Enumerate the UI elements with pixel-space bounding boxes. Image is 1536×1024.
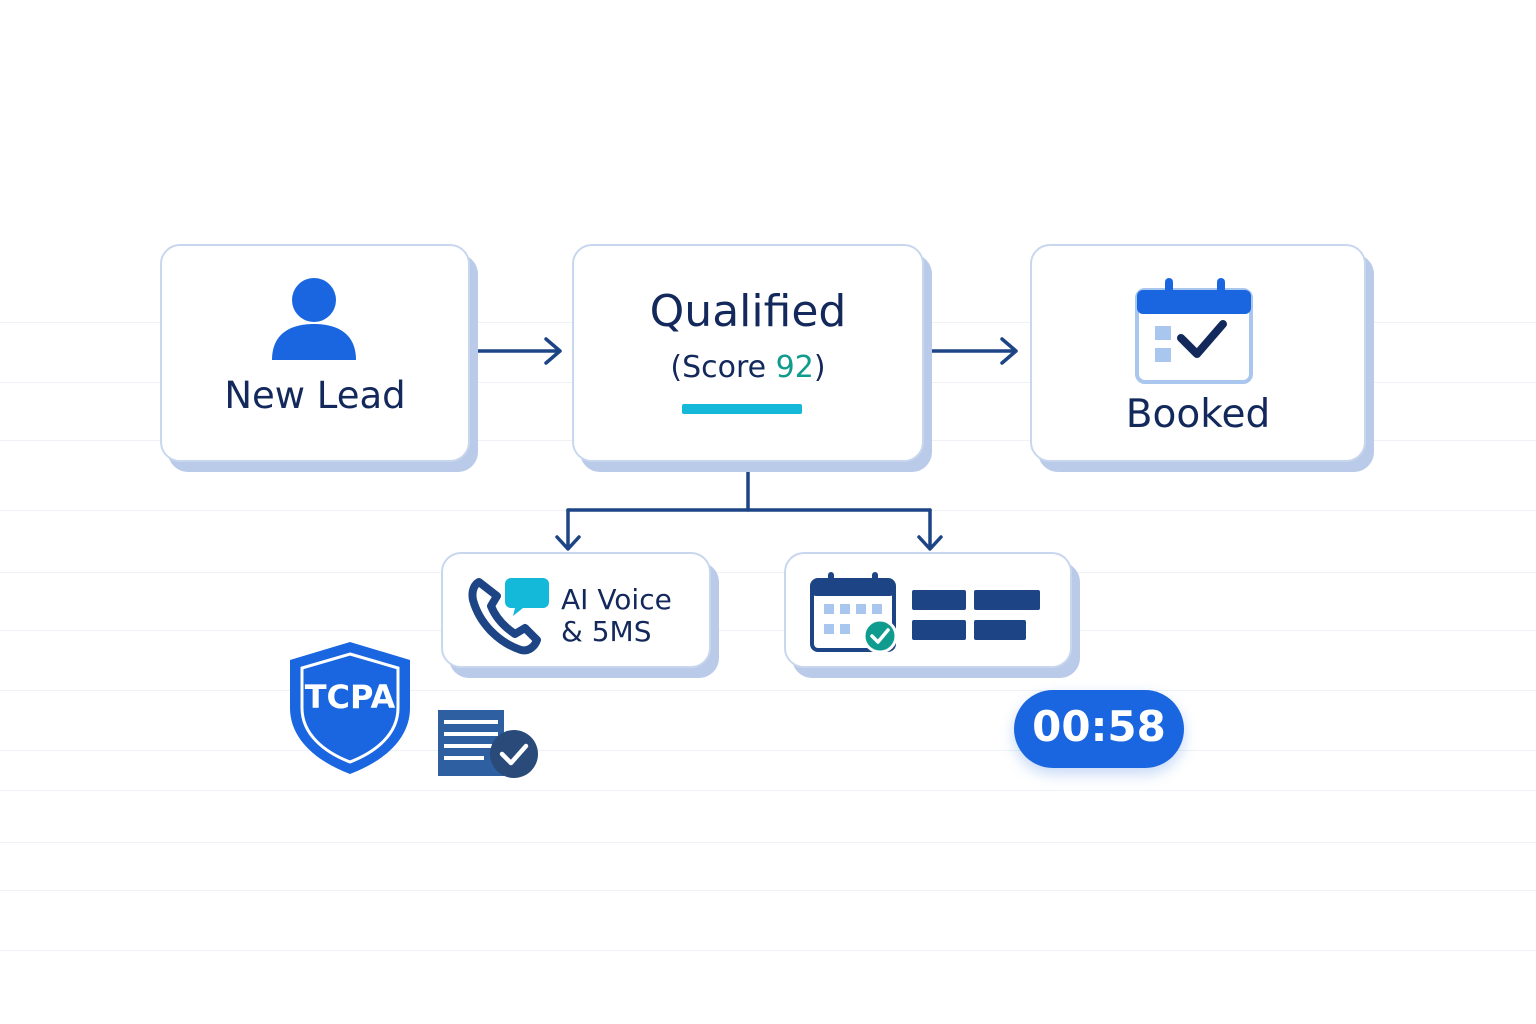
qualified-card[interactable]: Qualified (Score 92) [572,244,924,462]
background-line [0,842,1536,843]
ai-voice-line2: & 5MS [561,615,652,648]
qualified-score: (Score 92) [574,350,922,385]
qualified-title: Qualified [649,286,847,337]
background-line [0,890,1536,891]
score-open: (Score [670,350,776,385]
ai-voice-card[interactable]: AI Voice & 5MS [441,552,711,668]
background-line [0,572,1536,573]
shield-icon [290,642,410,774]
booked-label: Booked [1125,392,1271,437]
score-underline [682,404,802,414]
scheduling-card[interactable] [784,552,1072,668]
background-line [0,790,1536,791]
new-lead-card[interactable]: New Lead [160,244,470,462]
phone-chat-icon [468,578,549,655]
booked-card[interactable]: Booked [1030,244,1366,462]
document-check-icon [438,710,538,778]
new-lead-label: New Lead [224,374,406,417]
arrow-new-lead-to-qualified [470,337,562,365]
score-value: 92 [775,350,814,385]
calendar-check-icon [1135,278,1253,384]
person-icon [272,278,356,360]
background-line [0,690,1536,691]
ai-voice-line1: AI Voice [561,583,672,616]
calendar-check-icon [810,572,898,654]
background-line [0,630,1536,631]
arrow-to-scheduling [917,508,943,551]
score-close: ) [813,350,826,385]
timer-value: 00:58 [1032,702,1166,751]
arrow-qualified-to-booked [922,337,1018,365]
timer-badge [1014,690,1184,768]
arrow-to-ai-voice [555,508,581,551]
background-line [0,750,1536,751]
schedule-slots [912,590,1040,640]
background-line [0,950,1536,951]
tcpa-label: TCPA [304,678,396,716]
